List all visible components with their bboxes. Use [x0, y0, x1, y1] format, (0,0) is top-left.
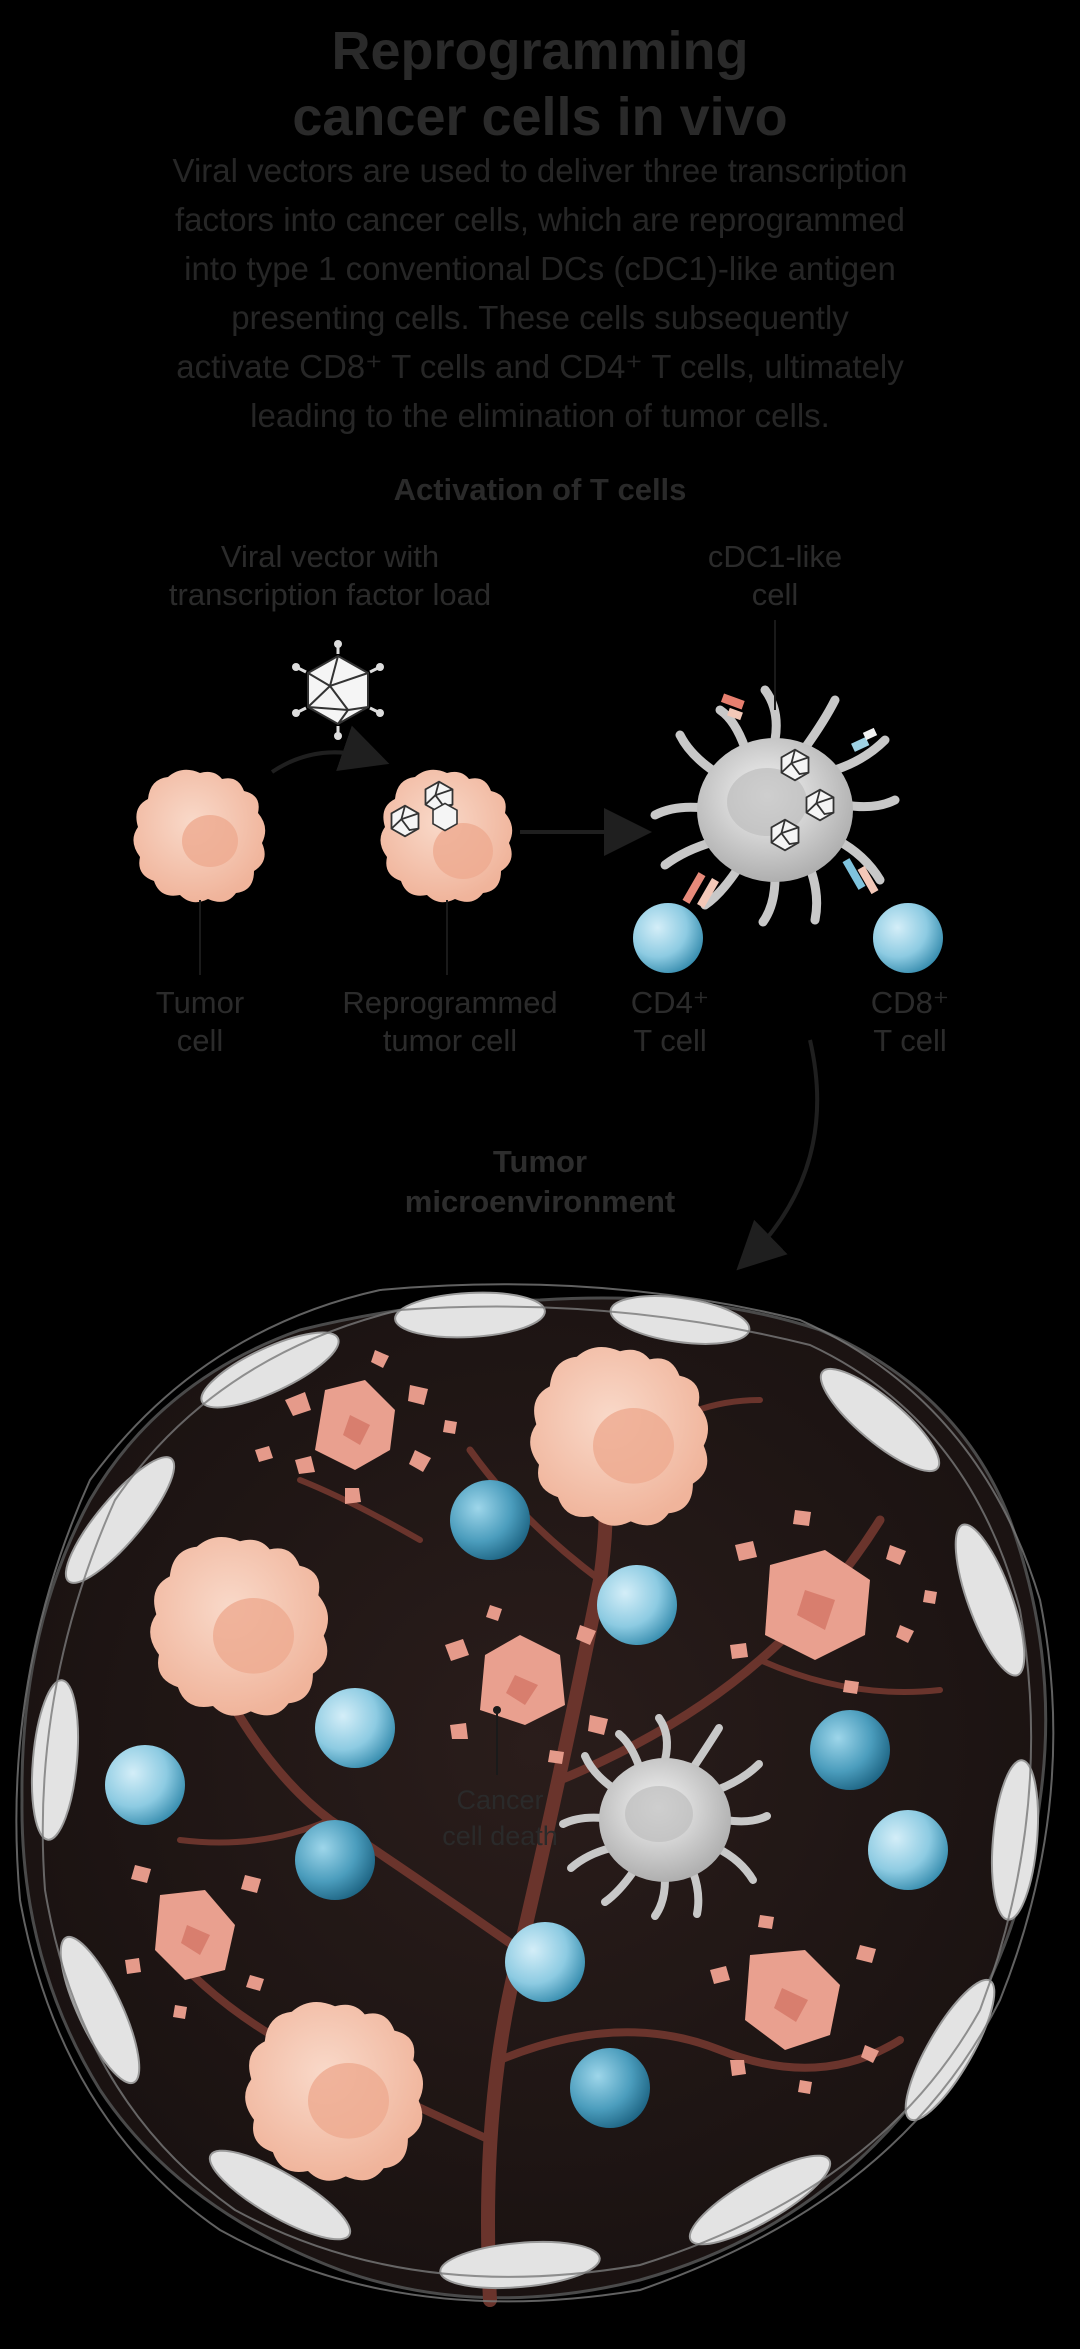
reprogrammed-tumor-cell [380, 769, 513, 903]
cd4-label: CD4⁺ T cell [575, 984, 765, 1060]
t-cell [505, 1922, 585, 2002]
t-cell [105, 1745, 185, 1825]
title-line-2: cancer cells in vivo [292, 87, 788, 147]
label-line: Cancer [456, 1785, 544, 1815]
t-cell [295, 1820, 375, 1900]
label-line: CD8⁺ [870, 985, 950, 1020]
cdc1-label: cDC1-like cell [650, 538, 900, 614]
description-line: into type 1 conventional DCs (cDC1)-like… [184, 250, 896, 287]
label-line: cell death [442, 1821, 558, 1851]
arrow-infection [270, 725, 390, 774]
tumor-cell-label: Tumor cell [100, 984, 300, 1060]
label-line: cell [751, 577, 799, 612]
tumor-microenvironment [15, 1283, 1055, 2307]
t-cell [570, 2048, 650, 2128]
section-title: Activation of T cells [393, 472, 687, 507]
label-line: Tumor [155, 985, 245, 1020]
t-cell [450, 1480, 530, 1560]
tme-label: Tumor microenvironment [340, 1142, 740, 1222]
label-line: Tumor [492, 1144, 588, 1179]
dying-cancer-cells [125, 1350, 937, 2094]
description-line: leading to the elimination of tumor cell… [250, 397, 830, 434]
label-line: Viral vector with [220, 539, 440, 574]
page-title: Reprogramming cancer cells in vivo [0, 18, 1080, 150]
cd8-t-cell [873, 903, 943, 973]
cdc1-like-cell [650, 685, 900, 927]
tumor-cell-large [150, 1536, 329, 1716]
label-line: transcription factor load [168, 577, 492, 612]
cell-death-label: Cancer cell death [400, 1782, 600, 1854]
cd4-t-cell [633, 903, 703, 973]
label-line: CD4⁺ [630, 985, 710, 1020]
description-line: activate CD8⁺ T cells and CD4⁺ T cells, … [176, 348, 904, 385]
label-line: cDC1-like [707, 539, 843, 574]
tumor-cell-large [530, 1346, 709, 1526]
description-line: Viral vectors are used to deliver three … [172, 152, 908, 189]
tumor-cell [133, 769, 266, 903]
t-cell [597, 1565, 677, 1645]
tumor-cell-large [245, 2001, 424, 2181]
reprogrammed-cell-label: Reprogrammed tumor cell [300, 984, 600, 1060]
t-cell [868, 1810, 948, 1890]
viral-vector-icon [292, 640, 384, 740]
description-line: factors into cancer cells, which are rep… [175, 201, 905, 238]
description-line: presenting cells. These cells subsequent… [231, 299, 849, 336]
label-line: microenvironment [404, 1184, 676, 1219]
label-line: cell [176, 1023, 224, 1058]
label-line: tumor cell [382, 1023, 518, 1058]
description: Viral vectors are used to deliver three … [130, 146, 950, 440]
mhc-receptor-icon [682, 693, 879, 908]
arrow-to-tme [736, 1039, 820, 1271]
t-cell [810, 1710, 890, 1790]
label-line: T cell [873, 1023, 947, 1058]
cd8-label: CD8⁺ T cell [820, 984, 1000, 1060]
label-line: T cell [633, 1023, 707, 1058]
t-cell [315, 1688, 395, 1768]
viral-vector-label: Viral vector with transcription factor l… [120, 538, 540, 614]
title-line-1: Reprogramming [331, 21, 749, 81]
cdc1-like-cell-tme [559, 1714, 771, 1920]
label-line: Reprogrammed [342, 985, 558, 1020]
